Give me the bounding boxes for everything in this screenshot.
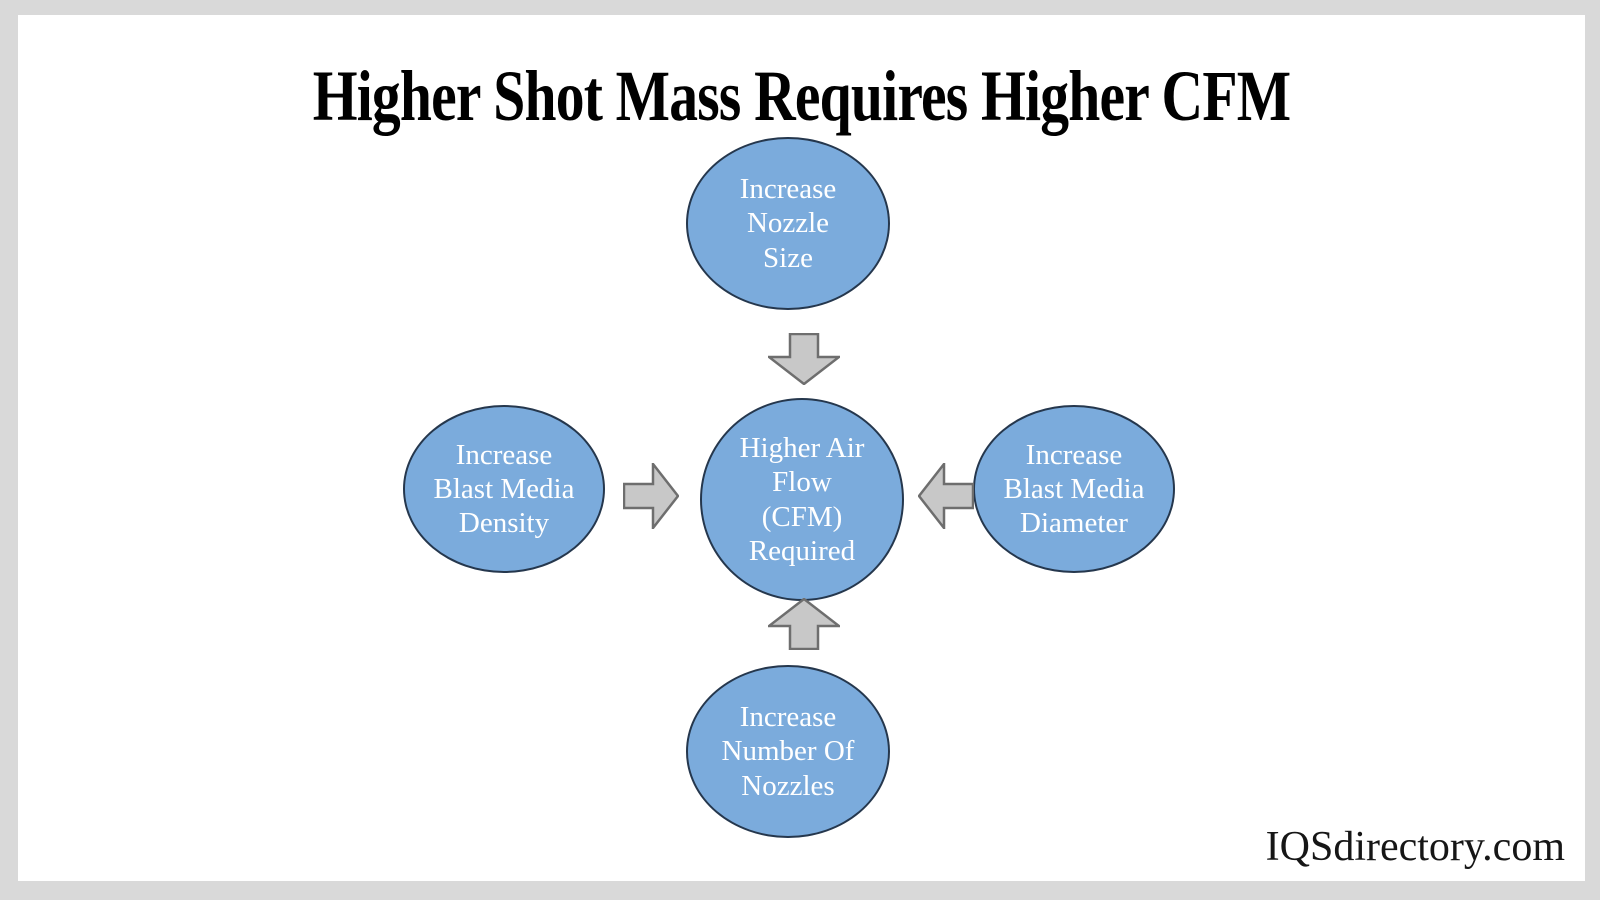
node-increase-blast-media-diameter[interactable]: Increase Blast Media Diameter — [973, 405, 1175, 573]
arrow-right-icon — [622, 460, 680, 532]
watermark-iqsdirectory: IQSdirectory.com — [1265, 824, 1565, 870]
page-title: Higher Shot Mass Requires Higher CFM — [312, 56, 1291, 136]
arrow-left-icon — [917, 460, 975, 532]
node-increase-nozzle-size[interactable]: Increase Nozzle Size — [686, 137, 890, 310]
node-label: Increase Blast Media Diameter — [1003, 438, 1145, 540]
node-label: Increase Nozzle Size — [739, 173, 837, 274]
diagram-canvas: Higher Shot Mass Requires Higher CFM Inc… — [18, 15, 1585, 881]
arrow-up-icon — [765, 597, 843, 651]
node-higher-air-flow-required[interactable]: Higher Air Flow (CFM) Required — [700, 398, 904, 601]
node-increase-blast-media-density[interactable]: Increase Blast Media Density — [403, 405, 605, 573]
node-label: Higher Air Flow (CFM) Required — [739, 432, 865, 567]
arrow-down-icon — [765, 332, 843, 386]
node-label: Increase Blast Media Density — [433, 438, 575, 540]
node-label: Increase Number Of Nozzles — [721, 701, 855, 802]
node-increase-number-of-nozzles[interactable]: Increase Number Of Nozzles — [686, 665, 890, 838]
